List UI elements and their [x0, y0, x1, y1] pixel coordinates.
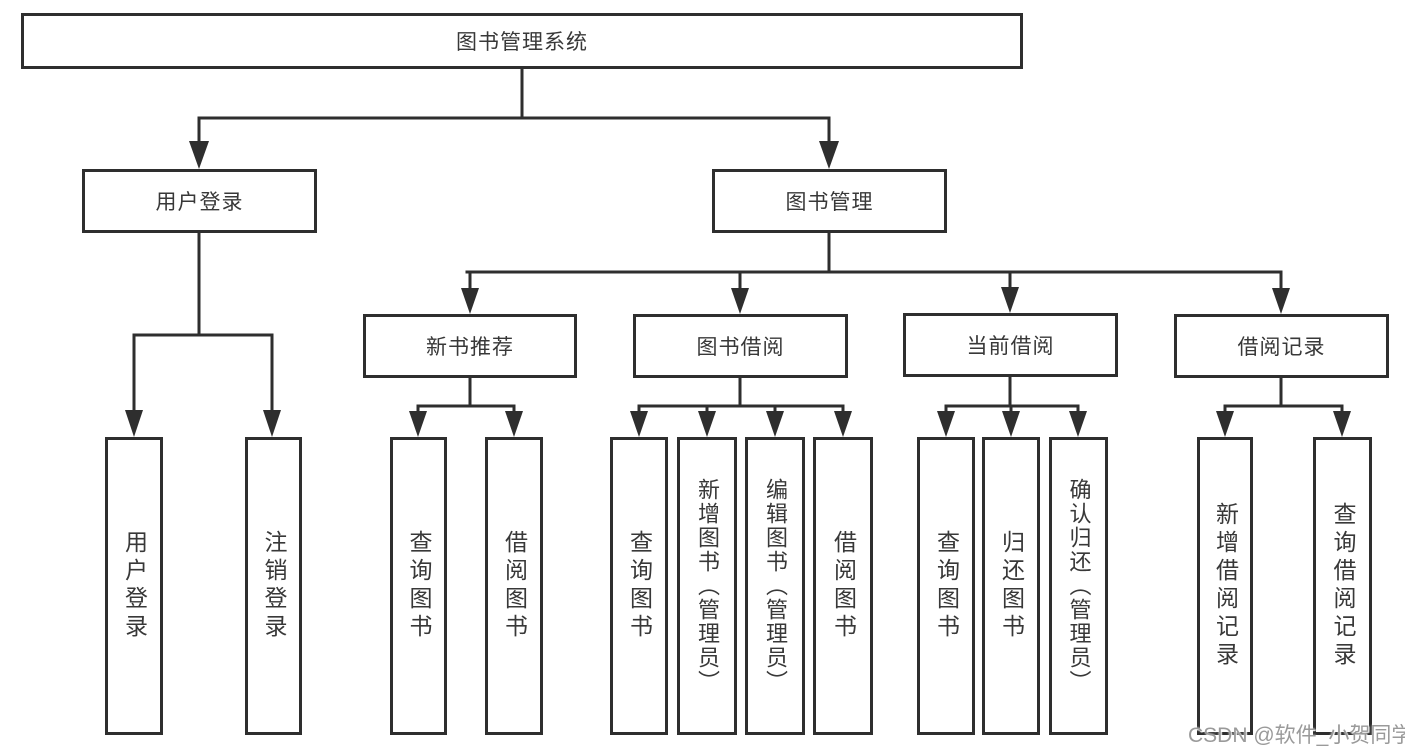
node-leaf-confirm-return-admin: 确认归还（管理员） — [1049, 437, 1108, 735]
node-user-login: 用户登录 — [82, 169, 317, 233]
node-label: 归还图书 — [998, 530, 1025, 642]
node-label: 查询图书 — [406, 530, 432, 642]
node-label: 借阅图书 — [501, 530, 528, 642]
node-leaf-edit-book-admin: 编辑图书（管理员） — [745, 437, 805, 735]
node-leaf-query-book-borrow: 查询图书 — [610, 437, 668, 735]
node-label: 图书管理系统 — [456, 31, 588, 54]
node-label: 新增借阅记录 — [1212, 502, 1239, 670]
node-book-management: 图书管理 — [712, 169, 947, 233]
node-label: 借阅图书 — [830, 530, 857, 642]
node-label: 确认归还（管理员） — [1066, 478, 1092, 694]
node-leaf-query-book-recommend: 查询图书 — [390, 437, 447, 735]
node-borrow-records: 借阅记录 — [1174, 314, 1389, 378]
node-book-borrow: 图书借阅 — [633, 314, 848, 378]
node-new-book-recommend: 新书推荐 — [363, 314, 577, 378]
node-label: 查询图书 — [626, 530, 653, 642]
node-label: 用户登录 — [121, 530, 148, 642]
csdn-watermark: CSDN @软件_小贺同学 — [1188, 724, 1405, 747]
node-label: 新增图书（管理员） — [695, 478, 720, 694]
node-label: 借阅记录 — [1237, 336, 1326, 359]
node-label: 注销登录 — [261, 530, 287, 642]
node-label: 当前借阅 — [966, 335, 1055, 358]
node-current-borrow: 当前借阅 — [903, 313, 1118, 377]
node-leaf-return-book: 归还图书 — [982, 437, 1040, 735]
node-leaf-borrow-book-recommend: 借阅图书 — [485, 437, 543, 735]
node-leaf-add-book-admin: 新增图书（管理员） — [677, 437, 737, 735]
node-label: 图书借阅 — [696, 336, 785, 359]
node-leaf-borrow-book: 借阅图书 — [813, 437, 873, 735]
node-label: 用户登录 — [155, 191, 244, 214]
node-leaf-query-book-current: 查询图书 — [917, 437, 975, 735]
node-label: 查询借阅记录 — [1330, 502, 1356, 670]
node-system-root: 图书管理系统 — [21, 13, 1023, 69]
node-label: 图书管理 — [785, 191, 874, 214]
node-leaf-add-borrow-record: 新增借阅记录 — [1197, 437, 1253, 735]
node-leaf-query-borrow-record: 查询借阅记录 — [1313, 437, 1372, 735]
node-leaf-user-login: 用户登录 — [105, 437, 163, 735]
node-label: 编辑图书（管理员） — [763, 478, 788, 694]
node-leaf-logout: 注销登录 — [245, 437, 302, 735]
node-label: 新书推荐 — [426, 336, 514, 359]
node-label: 查询图书 — [933, 530, 960, 642]
